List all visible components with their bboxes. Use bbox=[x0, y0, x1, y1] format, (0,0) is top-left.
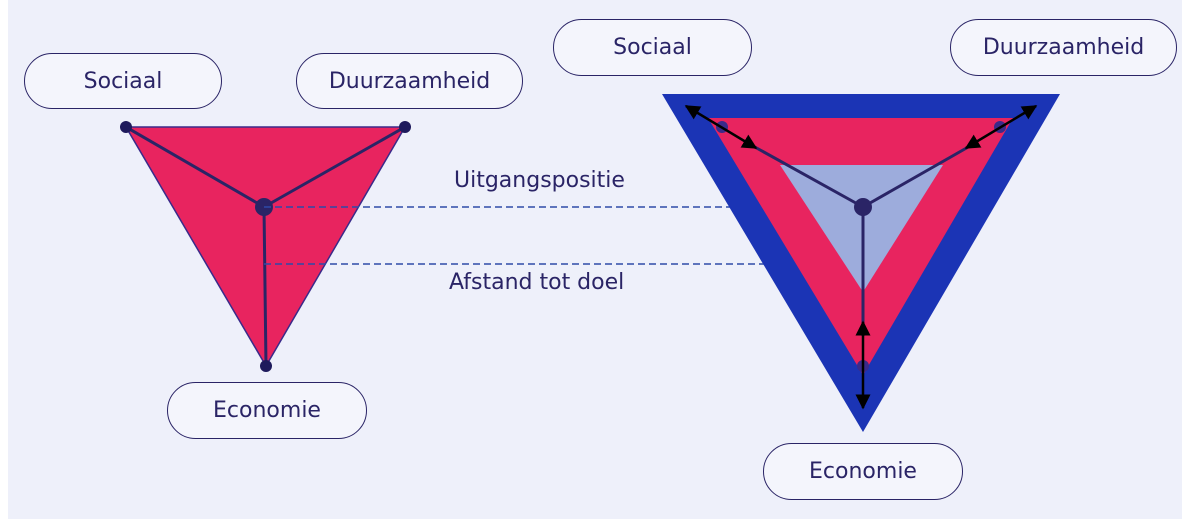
left-label-duurzaamheid: Duurzaamheid bbox=[296, 53, 523, 109]
right-triangle-diagram bbox=[662, 94, 1060, 432]
left-triangle-diagram bbox=[120, 121, 411, 372]
left-label-economie: Economie bbox=[167, 382, 367, 439]
diagram-stage: Sociaal Duurzaamheid Economie Sociaal Du… bbox=[8, 0, 1182, 519]
diagram-canvas bbox=[120, 94, 1060, 432]
left-label-sociaal: Sociaal bbox=[24, 53, 222, 109]
caption-afstand-tot-doel: Afstand tot doel bbox=[449, 270, 625, 295]
right-spoke-sociaal bbox=[752, 144, 864, 209]
right-spoke-duurzaamheid bbox=[862, 144, 971, 209]
caption-uitgangspositie: Uitgangspositie bbox=[454, 168, 625, 193]
right-label-economie: Economie bbox=[763, 443, 963, 500]
right-label-duurzaamheid: Duurzaamheid bbox=[950, 19, 1177, 76]
left-spoke-duurzaamheid bbox=[263, 125, 406, 209]
left-vertex-dot-economie bbox=[260, 360, 272, 372]
left-spoke-sociaal bbox=[125, 125, 265, 209]
double-arrow-sociaal bbox=[684, 104, 758, 150]
right-center-dot bbox=[854, 198, 872, 216]
left-vertex-dot-duurzaamheid bbox=[399, 121, 411, 133]
left-vertex-dot-sociaal bbox=[120, 121, 132, 133]
right-label-sociaal: Sociaal bbox=[553, 19, 752, 76]
double-arrow-duurzaamheid bbox=[964, 104, 1038, 150]
left-spoke-economie bbox=[262, 206, 268, 367]
